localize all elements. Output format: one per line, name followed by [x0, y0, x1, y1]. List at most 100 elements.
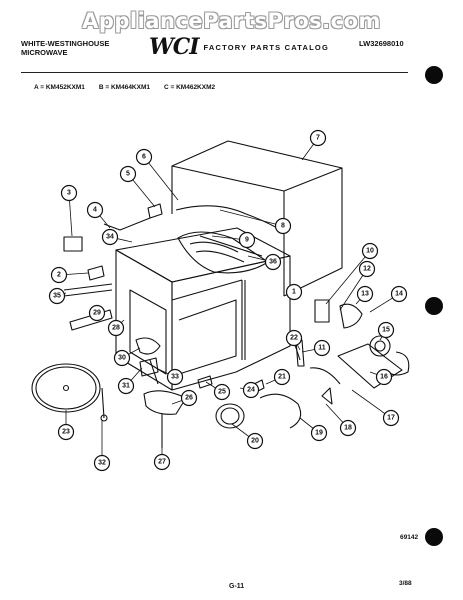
callout-26: 26 [180, 389, 198, 407]
callout-4: 4 [86, 201, 104, 219]
callout-label: 28 [112, 325, 120, 332]
callout-circle [358, 260, 376, 278]
callout-label: 36 [269, 259, 277, 266]
callout-circle [285, 329, 303, 347]
callout-label: 23 [62, 429, 70, 436]
callout-label: 25 [218, 389, 226, 396]
callout-6: 6 [135, 148, 153, 166]
callout-32: 32 [93, 454, 111, 472]
callout-circle [274, 217, 292, 235]
callout-label: 17 [387, 415, 395, 422]
callout-label: 33 [171, 374, 179, 381]
callout-circle [48, 287, 66, 305]
callout-19: 19 [310, 424, 328, 442]
callout-7: 7 [309, 129, 327, 147]
callout-35: 35 [48, 287, 66, 305]
callout-label: 27 [158, 459, 166, 466]
callout-1: 1 [285, 283, 303, 301]
callout-36: 36 [264, 253, 282, 271]
callout-label: 18 [344, 425, 352, 432]
watermark: AppliancePartsPros.com [82, 9, 381, 33]
callout-21: 21 [273, 368, 291, 386]
catalog-title: FACTORY PARTS CATALOG [203, 42, 329, 52]
callout-circle [242, 381, 260, 399]
callout-label: 34 [106, 234, 114, 241]
brand-name: WHITE-WESTINGHOUSE [21, 39, 110, 48]
callout-circle [313, 339, 331, 357]
callout-circle [310, 424, 328, 442]
callout-label: 15 [382, 327, 390, 334]
callout-label: 24 [247, 387, 255, 394]
callout-label: 30 [118, 355, 126, 362]
callout-circle [377, 321, 395, 339]
callout-label: 29 [93, 310, 101, 317]
callout-5: 5 [119, 165, 137, 183]
callout-circle [285, 283, 303, 301]
callout-23: 23 [57, 423, 75, 441]
callout-circle [361, 242, 379, 260]
model-a: A = KM452KXM1 [34, 84, 85, 91]
callout-circle [57, 423, 75, 441]
callout-label: 20 [251, 438, 259, 445]
callout-circle [390, 285, 408, 303]
callout-label: 21 [278, 374, 286, 381]
wci-logo: WCI [149, 34, 200, 60]
waveguide-assembly [177, 231, 269, 274]
page-number: G-11 [229, 583, 245, 590]
header-divider [21, 72, 408, 73]
callout-label: 16 [380, 374, 388, 381]
callout-label: 7 [316, 135, 320, 142]
callout-10: 10 [361, 242, 379, 260]
page-date: 3/88 [399, 580, 412, 587]
callout-2: 2 [50, 266, 68, 284]
callout-11: 11 [313, 339, 331, 357]
callout-circle [135, 148, 153, 166]
callout-circle [50, 266, 68, 284]
model-b: B = KM464KXM1 [98, 84, 150, 91]
callout-22: 22 [285, 329, 303, 347]
callout-29: 29 [88, 304, 106, 322]
callout-circle [107, 319, 125, 337]
callout-16: 16 [375, 368, 393, 386]
callout-label: 26 [185, 395, 193, 402]
catalog-header: WCI FACTORY PARTS CATALOG [149, 34, 329, 60]
callout-label: 4 [93, 207, 97, 214]
callout-circle [113, 349, 131, 367]
callout-circle [264, 253, 282, 271]
callout-14: 14 [390, 285, 408, 303]
callout-34: 34 [101, 228, 119, 246]
callout-25: 25 [213, 383, 231, 401]
callout-label: 12 [363, 266, 371, 273]
callout-28: 28 [107, 319, 125, 337]
callout-label: 10 [366, 248, 374, 255]
product-type: MICROWAVE [21, 48, 68, 57]
document-number: LW32698010 [359, 39, 404, 48]
callout-label: 22 [290, 335, 298, 342]
callout-12: 12 [358, 260, 376, 278]
callout-circle [153, 453, 171, 471]
callout-20: 20 [246, 432, 264, 450]
callout-circle [101, 228, 119, 246]
callout-33: 33 [166, 368, 184, 386]
callout-label: 35 [53, 293, 61, 300]
callout-17: 17 [382, 409, 400, 427]
callout-label: 19 [315, 430, 323, 437]
callout-circle [166, 368, 184, 386]
callout-circle [213, 383, 231, 401]
callout-circle [246, 432, 264, 450]
model-c: C = KM462KXM2 [164, 84, 216, 91]
callout-circle [180, 389, 198, 407]
callout-label: 13 [361, 291, 369, 298]
callout-circle [309, 129, 327, 147]
callout-circle [273, 368, 291, 386]
callout-circle [356, 285, 374, 303]
callout-24: 24 [242, 381, 260, 399]
callout-3: 3 [60, 184, 78, 202]
callout-label: 9 [245, 237, 249, 244]
callout-8: 8 [274, 217, 292, 235]
callout-9: 9 [238, 231, 256, 249]
callout-label: 14 [395, 291, 403, 298]
callout-circle [93, 454, 111, 472]
callout-18: 18 [339, 419, 357, 437]
